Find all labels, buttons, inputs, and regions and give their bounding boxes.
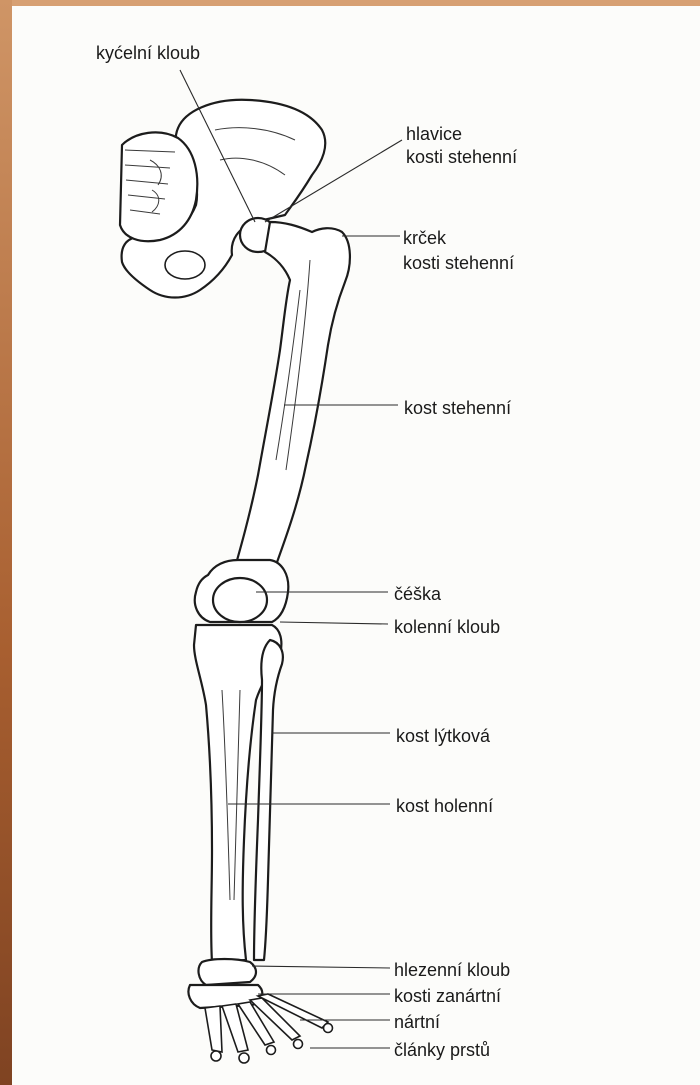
label-tarsals: kosti zanártní	[394, 986, 501, 1006]
label-phalanges: články prstů	[394, 1040, 490, 1060]
label-tibia: kost holenní	[396, 796, 493, 816]
label-knee-joint: kolenní kloub	[394, 617, 500, 637]
label-femoral-head-line2: kosti stehenní	[406, 147, 517, 167]
label-femoral-neck-line1: krček	[403, 228, 447, 248]
patella-bone	[213, 578, 267, 622]
label-ankle-joint: hlezenní kloub	[394, 960, 510, 980]
label-fibula: kost lýtková	[396, 726, 491, 746]
label-femur: kost stehenní	[404, 398, 511, 418]
label-femoral-head-line1: hlavice	[406, 124, 462, 144]
label-patella: čéška	[394, 584, 442, 604]
femur-bone	[195, 218, 350, 622]
foot-bones	[188, 959, 332, 1063]
label-metatarsals: nártní	[394, 1012, 440, 1032]
label-hip-joint: kyćelní kloub	[96, 43, 200, 63]
label-femoral-neck-line2: kosti stehenní	[403, 253, 514, 273]
